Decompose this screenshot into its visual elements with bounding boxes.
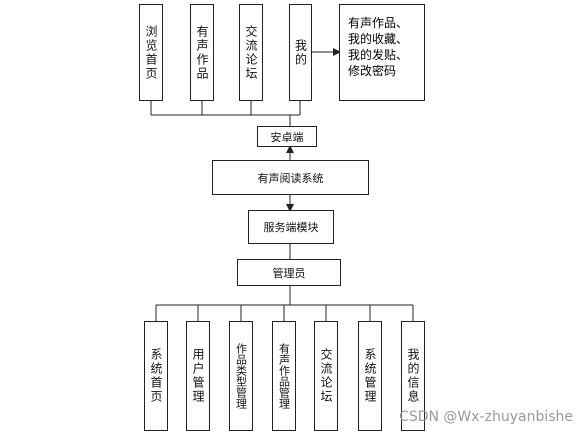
node-system-home: 系统首页 <box>144 321 168 431</box>
node-label: 有声阅读系统 <box>257 171 324 185</box>
node-user-management: 用户管理 <box>186 321 210 431</box>
node-work-type-management: 作品类型管理 <box>229 321 253 431</box>
detail-line: 我的发贴、 <box>348 48 409 62</box>
node-admin: 管理员 <box>237 259 341 286</box>
node-system-management: 系统管理 <box>358 321 382 431</box>
node-label: 服务端模块 <box>263 221 319 234</box>
node-forum: 交流论坛 <box>239 4 263 101</box>
node-label: 我的信息 <box>406 348 420 404</box>
node-server-module: 服务端模块 <box>248 210 334 244</box>
node-my-info: 我的信息 <box>401 321 425 431</box>
node-label: 交流论坛 <box>319 348 333 404</box>
node-audio-works: 有声作品 <box>190 4 214 101</box>
node-label: 管理员 <box>272 266 306 280</box>
detail-line: 有声作品、 <box>348 16 409 30</box>
node-label: 系统首页 <box>149 348 163 404</box>
node-label: 有声作品 <box>195 24 209 81</box>
node-label: 系统管理 <box>363 348 377 404</box>
node-label: 有声作品管理 <box>277 343 291 409</box>
node-mine: 我的 <box>289 4 312 101</box>
node-system: 有声阅读系统 <box>212 160 369 195</box>
node-label: 安卓端 <box>270 130 304 144</box>
node-label: 浏览首页 <box>144 24 158 81</box>
node-forum-bottom: 交流论坛 <box>314 321 338 431</box>
detail-line: 我的收藏、 <box>348 32 409 46</box>
watermark: CSDN @Wx-zhuyanbishe <box>399 409 573 425</box>
node-mine-detail: 有声作品、 我的收藏、 我的发贴、 修改密码 <box>339 4 425 101</box>
node-label: 我的 <box>293 38 308 67</box>
node-android: 安卓端 <box>257 126 317 147</box>
node-label: 交流论坛 <box>244 24 258 81</box>
node-label: 用户管理 <box>191 348 205 404</box>
node-label: 作品类型管理 <box>234 343 248 409</box>
detail-line: 修改密码 <box>348 64 397 78</box>
node-audio-work-management: 有声作品管理 <box>272 321 296 431</box>
node-browse-home: 浏览首页 <box>139 4 163 101</box>
